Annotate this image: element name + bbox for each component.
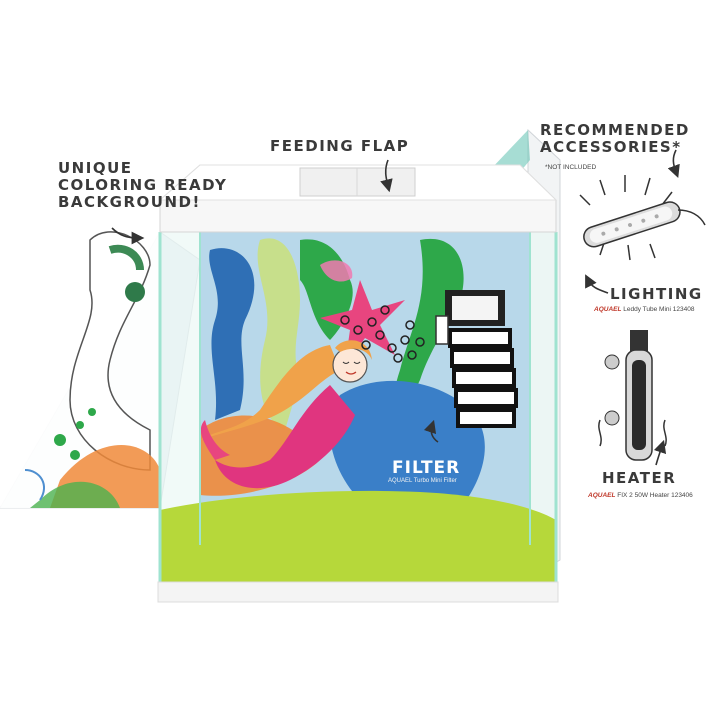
callout-heater: HEATER <box>602 469 677 487</box>
lighting-model: AQUAEL Leddy Tube Mini 123408 <box>594 306 694 313</box>
lighting-model-text: Leddy Tube Mini 123408 <box>623 306 695 313</box>
callout-accessories-line2: ACCESSORIES* <box>540 137 682 156</box>
filter-model-text: Turbo Mini Filter <box>413 478 457 484</box>
heater-model: AQUAEL FIX 2 50W Heater 123406 <box>588 492 693 499</box>
heater-brand: AQUAEL <box>588 492 616 499</box>
callout-background-line1: UNIQUE <box>58 159 133 177</box>
heater-model-text: FIX 2 50W Heater 123406 <box>617 492 693 499</box>
callout-background-line3: BACKGROUND! <box>58 192 201 211</box>
filter-icon <box>435 290 518 428</box>
callout-feeding-flap: FEEDING FLAP <box>270 137 410 155</box>
heater-icon <box>598 330 667 461</box>
callout-filter: FILTER <box>392 458 461 478</box>
lighting-brand: AQUAEL <box>594 306 622 313</box>
aquarium-lid <box>158 164 558 233</box>
filter-brand: AQUAEL <box>388 478 413 484</box>
callout-accessories-line1: RECOMMENDED <box>540 121 690 139</box>
callout-accessories: RECOMMENDED ACCESSORIES* <box>540 122 690 156</box>
coloring-background-sheet <box>0 231 201 509</box>
callout-background: UNIQUE COLORING READY BACKGROUND! <box>58 160 227 210</box>
arrow-icon <box>111 149 680 466</box>
callout-lighting: LIGHTING <box>610 285 703 303</box>
filter-model: AQUAEL Turbo Mini Filter <box>388 478 457 484</box>
led-tube-icon <box>579 175 706 261</box>
callout-background-line2: COLORING READY <box>58 175 228 194</box>
not-included-note: *NOT INCLUDED <box>545 164 597 171</box>
